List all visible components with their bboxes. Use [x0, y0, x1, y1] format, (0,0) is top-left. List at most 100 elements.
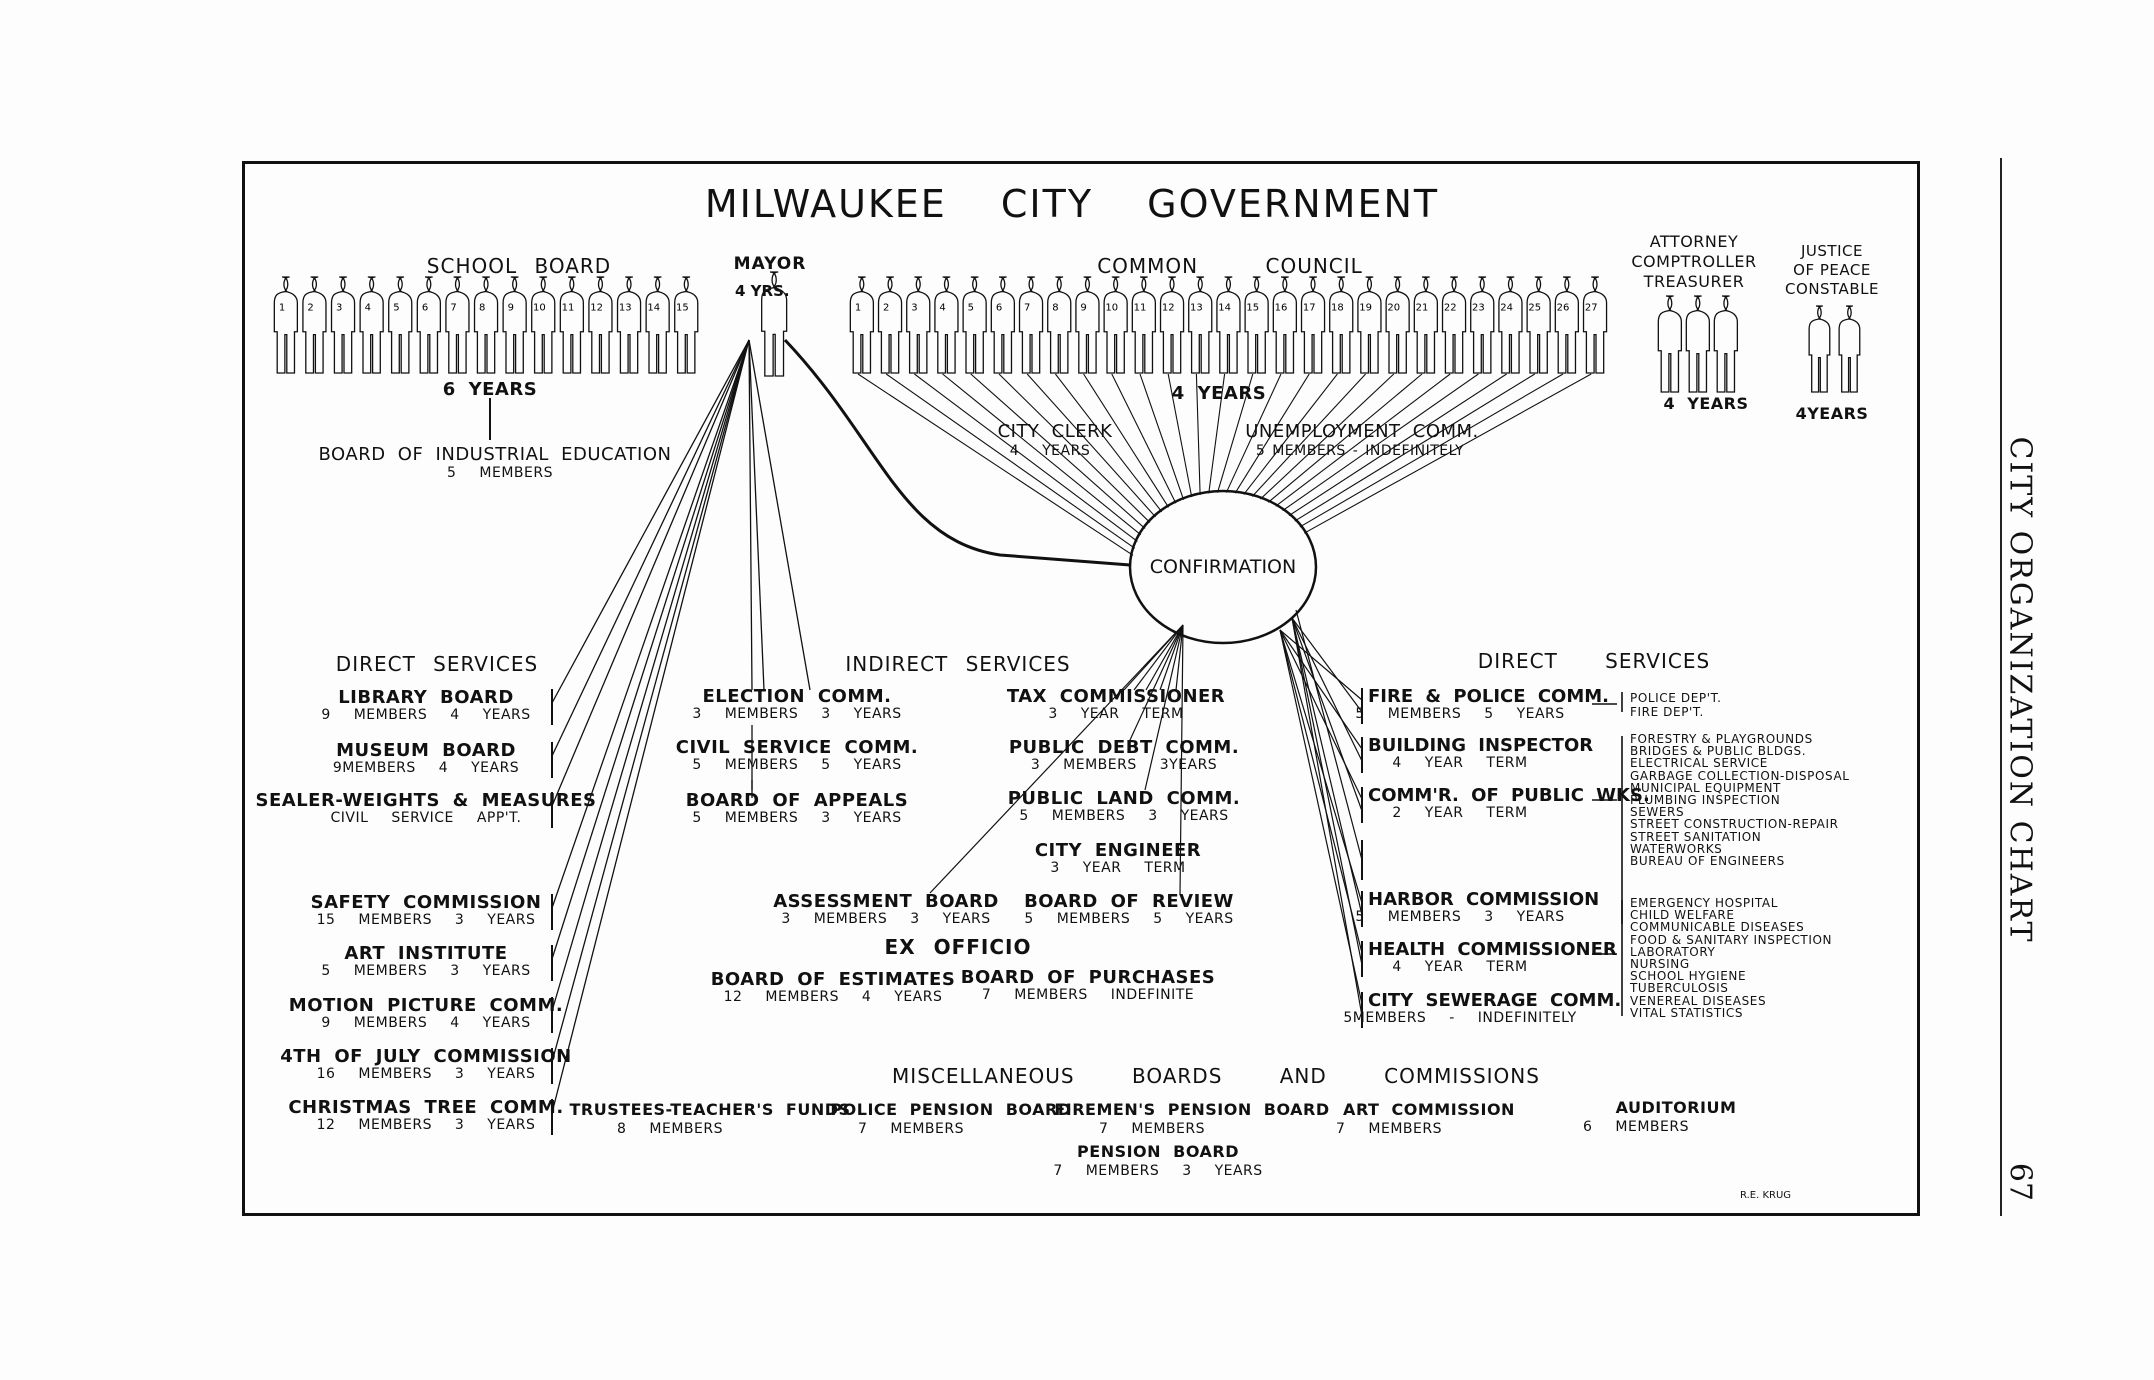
confirmation-line	[1279, 629, 1363, 750]
council-fan-line	[1267, 373, 1423, 503]
council-fan-line	[914, 373, 1138, 542]
school-board-member-figure: 6	[416, 276, 442, 374]
signature: R.E. KRUG	[1740, 1190, 1792, 1201]
seat-number: 9	[1080, 303, 1086, 314]
school-board-member-figure: 1	[273, 276, 299, 374]
city-clerk-detail: 4 YEARS	[1009, 443, 1091, 459]
ex-officio-title: EX OFFICIO	[884, 935, 1032, 959]
public-works-bureau: FORESTRY & PLAYGROUNDS	[1630, 732, 1813, 746]
indirect-item-detail: 5 MEMBERS 5 YEARS	[1024, 911, 1234, 927]
mayor-appointment-curve	[783, 338, 1131, 567]
school-board-member-figure: 15	[674, 276, 699, 374]
school-board-member-figure: 9	[502, 276, 527, 374]
public-works-bureau: MUNICIPAL EQUIPMENT	[1630, 780, 1781, 795]
left-direct-item-detail: 9 MEMBERS 4 YEARS	[321, 1015, 531, 1031]
council-member-figure: 21	[1413, 276, 1439, 374]
mayor-line	[748, 339, 753, 691]
council-fan-line	[1139, 373, 1185, 501]
council-member-figure: 22	[1441, 276, 1467, 374]
justice-term: 4YEARS	[1795, 404, 1869, 423]
council-fan-line	[1234, 373, 1310, 494]
council-member-figure: 18	[1329, 276, 1354, 374]
mayor-line	[551, 339, 750, 960]
public-works-bureau: BUREAU OF ENGINEERS	[1630, 854, 1785, 868]
mayor-label: MAYOR	[733, 254, 807, 274]
confirmation-ellipse	[1128, 489, 1318, 645]
industrial-education-detail: 5 MEMBERS	[447, 465, 553, 481]
mayor-line	[748, 339, 765, 691]
indirect-item-detail: 3 YEAR TERM	[1048, 706, 1184, 722]
department-item: POLICE DEP'T.	[1630, 691, 1722, 705]
council-member-figure: 14	[1216, 276, 1241, 374]
council-member-figure: 6	[990, 276, 1016, 374]
confirmation-line	[929, 624, 1184, 894]
indirect-item-name: TAX COMMISSIONER	[1006, 686, 1226, 707]
health-division: VENEREAL DISEASES	[1630, 993, 1767, 1008]
common-council-term: 4 YEARS	[1171, 383, 1267, 404]
council-fan-line	[1054, 373, 1163, 513]
school-board-member-figure: 13	[616, 276, 642, 374]
indirect-item-detail: 5 MEMBERS 3 YEARS	[1019, 808, 1229, 824]
industrial-education-name: BOARD OF INDUSTRIAL EDUCATION	[318, 444, 672, 465]
indirect-item-name: ASSESSMENT BOARD	[773, 891, 999, 912]
justice-figure	[1838, 305, 1861, 393]
council-fan-line	[1243, 373, 1338, 495]
school-board-member-figure: 7	[445, 276, 470, 374]
department-item: FIRE DEP'T.	[1630, 705, 1704, 719]
indirect-item-name: ELECTION COMM.	[702, 686, 892, 707]
confirmation-line	[1129, 624, 1184, 741]
mayor-line	[551, 339, 750, 909]
officer-figure	[1713, 295, 1739, 393]
council-fan-line	[1195, 373, 1201, 495]
misc-item-detail: 7 MEMBERS	[858, 1121, 964, 1137]
health-division: LABORATORY	[1630, 944, 1716, 959]
seat-number: 22	[1444, 303, 1457, 314]
seat-number: 7	[1024, 303, 1030, 314]
left-direct-item-name: SEALER-WEIGHTS & MEASURES	[255, 790, 597, 811]
seat-number: 10	[533, 303, 546, 314]
school-board-label: SCHOOL BOARD	[426, 254, 612, 278]
seat-number: 13	[1190, 303, 1203, 314]
misc-item-name: FIREMEN'S PENSION BOARD	[1054, 1100, 1330, 1119]
confirmation-line	[1291, 617, 1363, 812]
left-direct-item-detail: 12 MEMBERS 3 YEARS	[316, 1117, 536, 1133]
right-direct-item-detail: 4 YEAR TERM	[1392, 959, 1528, 975]
confirmation-line	[1279, 629, 1363, 800]
misc-item-detail: 8 MEMBERS	[617, 1121, 723, 1137]
council-fan-line	[857, 373, 1134, 556]
seat-number: 4	[365, 303, 371, 314]
justice-label: JUSTICE	[1801, 242, 1863, 260]
indirect-item-name: CIVIL SERVICE COMM.	[675, 737, 919, 758]
ex-officio-item-name: BOARD OF PURCHASES	[960, 967, 1216, 988]
seat-number: 20	[1387, 303, 1400, 314]
council-member-figure: 9	[1075, 276, 1100, 374]
left-direct-item-name: SAFETY COMMISSION	[310, 892, 542, 913]
left-direct-item-detail: 9MEMBERS 4 YEARS	[332, 760, 520, 776]
indirect-item-detail: 3 MEMBERS 3 YEARS	[692, 706, 902, 722]
left-direct-item-detail: 16 MEMBERS 3 YEARS	[316, 1066, 536, 1082]
health-division: EMERGENCY HOSPITAL	[1630, 896, 1778, 910]
left-direct-item-detail: 5 MEMBERS 3 YEARS	[321, 963, 531, 979]
council-fan-line	[970, 373, 1146, 529]
chart-title: MILWAUKEE CITY GOVERNMENT	[704, 182, 1440, 226]
seat-number: 5	[968, 303, 974, 314]
seat-number: 11	[1134, 303, 1147, 314]
mayor-line	[551, 339, 750, 1114]
confirmation-line	[1145, 624, 1184, 691]
council-member-figure: 3	[906, 276, 931, 374]
left-direct-item-name: CHRISTMAS TREE COMM.	[288, 1097, 564, 1118]
officers-labels: ATTORNEY COMPTROLLER TREASURER	[1631, 232, 1756, 292]
council-member-figure: 15	[1244, 276, 1269, 374]
unemployment-detail: 5 MEMBERS - INDEFINITELY	[1255, 443, 1465, 459]
council-fan-line	[1225, 373, 1282, 493]
health-division: SCHOOL HYGIENE	[1630, 969, 1747, 984]
council-member-figure: 10	[1103, 276, 1128, 374]
right-direct-item-detail: 5 MEMBERS 5 YEARS	[1355, 706, 1565, 722]
council-fan-line	[1303, 373, 1592, 534]
confirmation-line	[1291, 617, 1363, 1017]
seat-number: 11	[562, 303, 575, 314]
seat-number: 26	[1557, 303, 1570, 314]
seat-number: 12	[1162, 303, 1175, 314]
misc-title: MISCELLANEOUS BOARDS AND COMMISSIONS	[892, 1064, 1540, 1088]
